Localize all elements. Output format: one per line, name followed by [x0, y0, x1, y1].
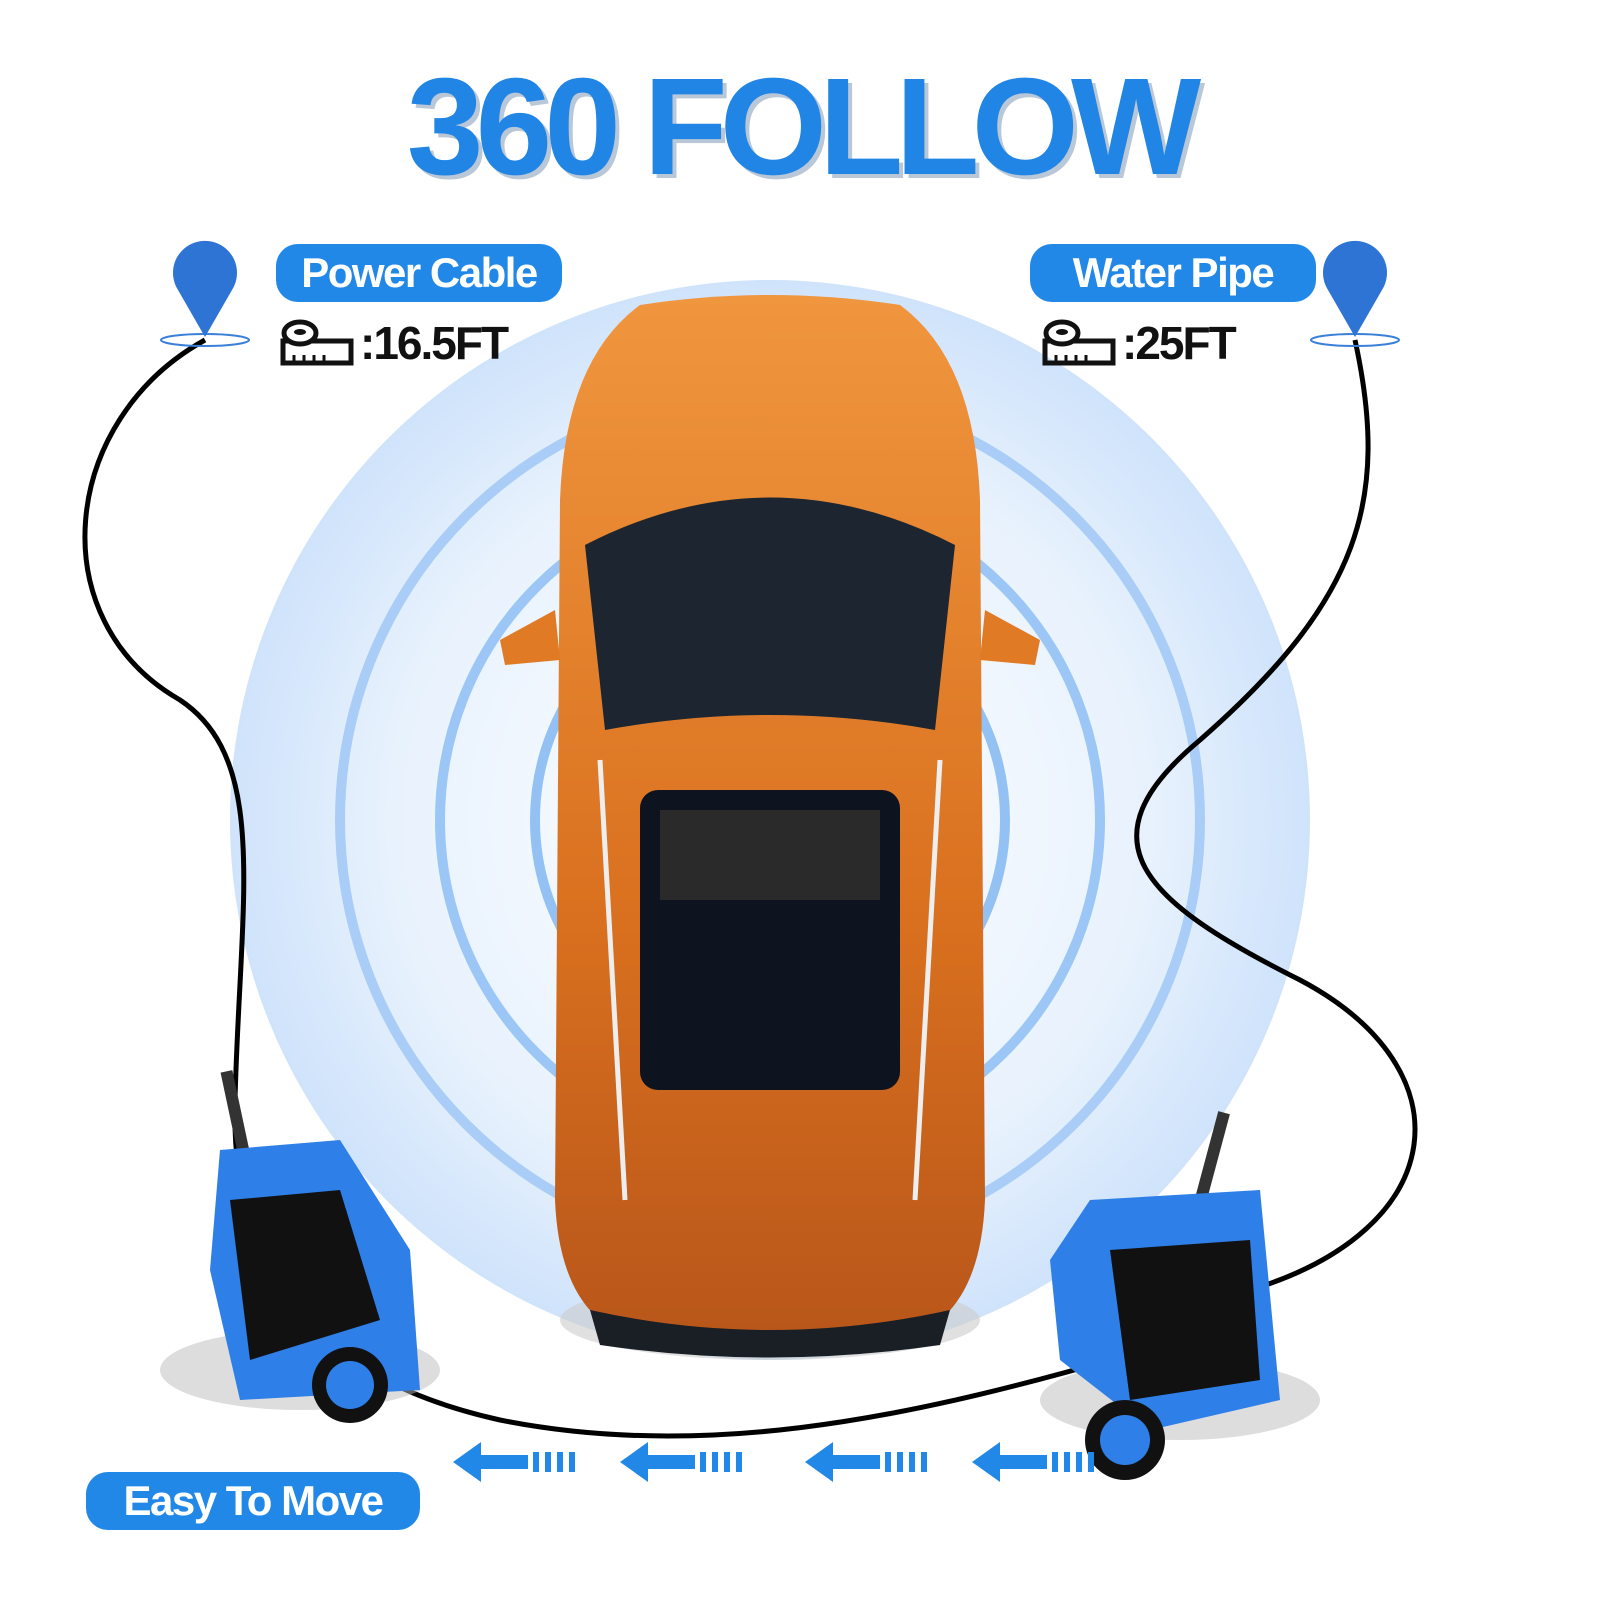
power-cable-length: :16.5FT: [280, 316, 509, 370]
water-pipe-length-value: :25FT: [1122, 317, 1237, 369]
arrow-left-icon: [620, 1442, 742, 1482]
tape-measure-icon: [280, 319, 354, 366]
location-pin-icon: [1310, 240, 1400, 347]
car-top-view: [500, 295, 1040, 1360]
water-pipe-line: [1134, 339, 1418, 1293]
page-title: 360 FOLLOW: [406, 50, 1201, 204]
power-cable-length-value: :16.5FT: [360, 317, 509, 369]
easy-to-move-label: Easy To Move: [86, 1472, 420, 1530]
arrow-left-icon: [453, 1442, 575, 1482]
tape-measure-icon: [1042, 319, 1116, 366]
pressure-washer-right: [1040, 1111, 1320, 1480]
move-arrows: [453, 1442, 1094, 1482]
pressure-washer-left: [160, 1070, 440, 1423]
water-pipe-length: :25FT: [1042, 316, 1237, 370]
arrow-left-icon: [972, 1442, 1094, 1482]
water-pipe-label: Water Pipe: [1030, 244, 1316, 302]
location-pin-icon: [160, 240, 250, 347]
arrow-left-icon: [805, 1442, 927, 1482]
power-cable-label: Power Cable: [276, 244, 562, 302]
